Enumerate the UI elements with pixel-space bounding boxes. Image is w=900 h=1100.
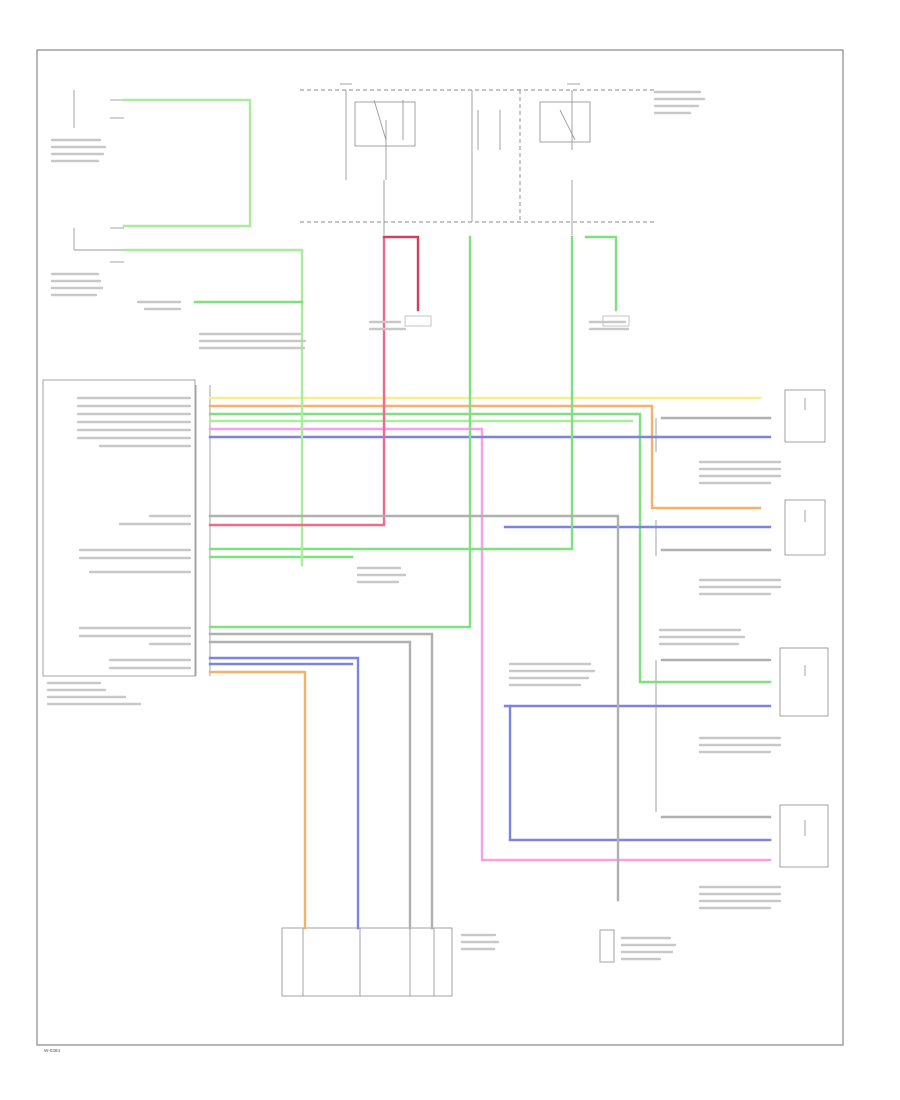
wire-blue-loop xyxy=(508,704,772,842)
wire-grey-2 xyxy=(208,632,434,930)
module-top-left xyxy=(73,90,124,263)
wire-pink xyxy=(208,427,772,862)
wire-green-left-top xyxy=(122,98,252,228)
wire-green-mid-1 xyxy=(208,235,574,551)
wire-orange-bottom xyxy=(208,670,307,930)
diagram-frame xyxy=(36,49,844,1046)
connector-pins xyxy=(195,385,211,676)
fuse-block-top xyxy=(300,83,655,235)
text-placeholders xyxy=(46,90,782,961)
wire-grey-3 xyxy=(208,640,412,930)
control-module-box xyxy=(42,379,196,677)
right-sensors xyxy=(779,389,829,868)
wire-red-top xyxy=(208,235,386,527)
wire-green-ground xyxy=(584,235,618,312)
wire-green-upper xyxy=(208,412,772,684)
wire-red-ground xyxy=(382,235,420,312)
bottom-switch xyxy=(281,927,615,997)
wire-orange-upper xyxy=(208,404,762,510)
wire-green-mid-3 xyxy=(208,235,472,629)
wire-grey-1 xyxy=(208,514,620,902)
wire-green-left-vert xyxy=(122,248,304,567)
diagram-ref: W-0384 xyxy=(44,1048,60,1053)
wire-blue-bottom xyxy=(208,656,360,930)
